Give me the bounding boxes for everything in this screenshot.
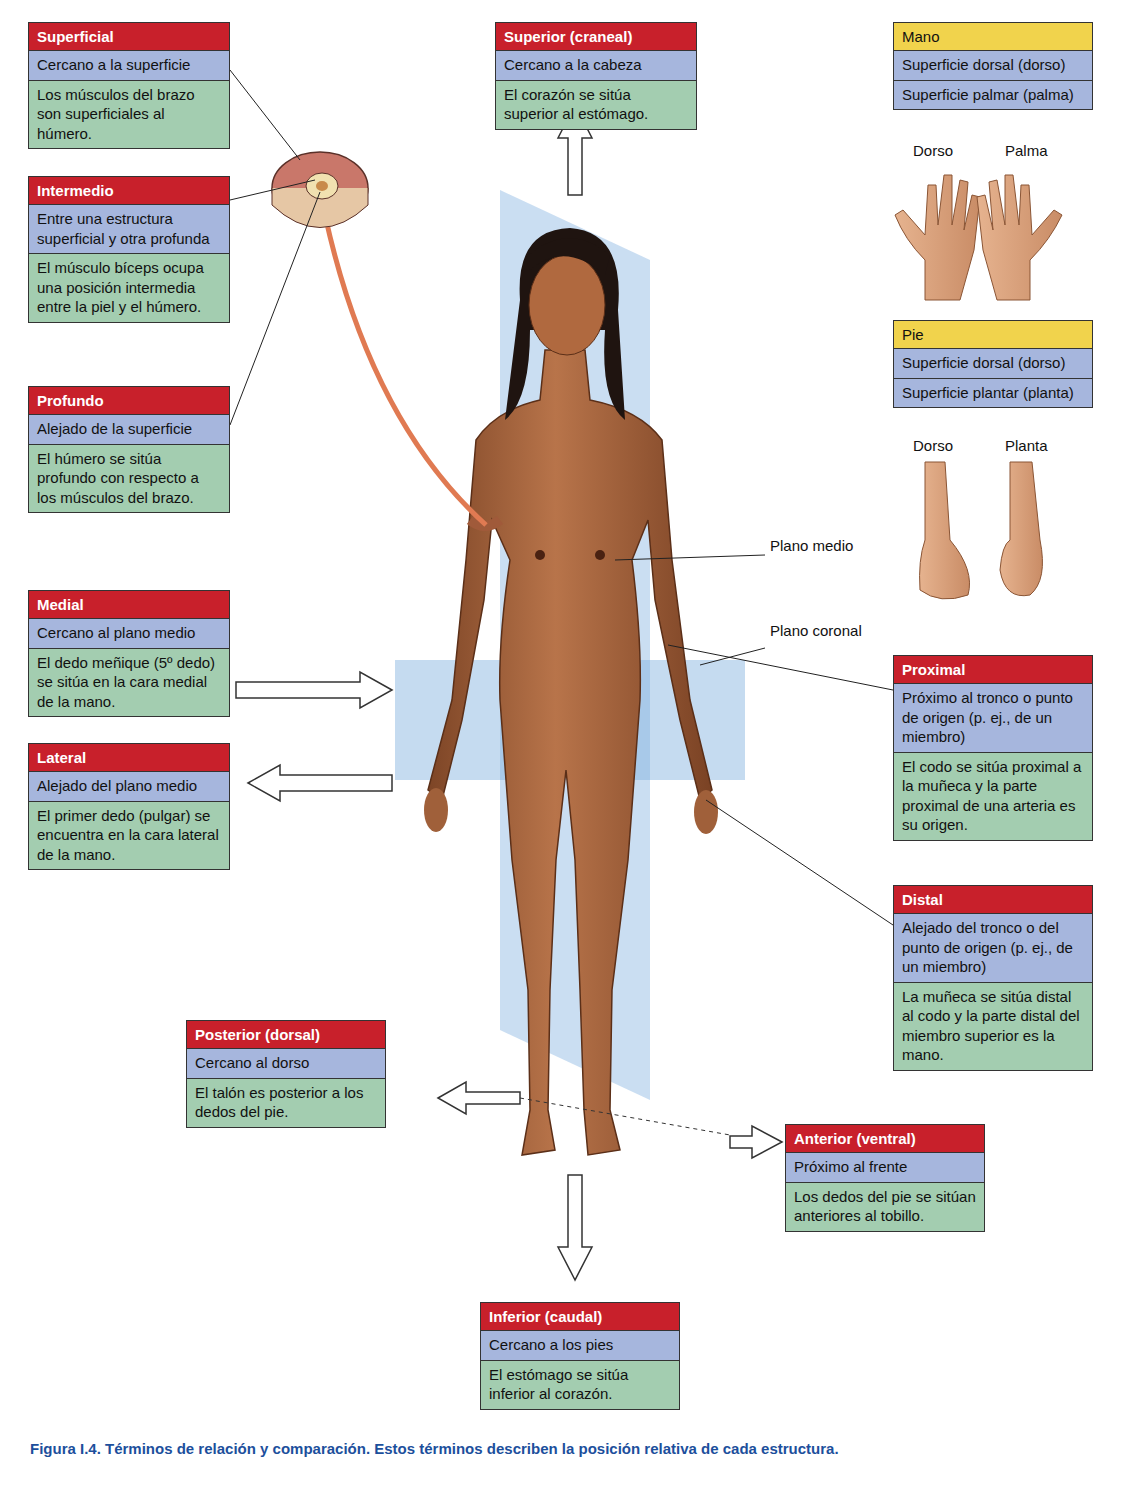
box-heading: Intermedio <box>29 177 229 205</box>
head <box>529 255 605 355</box>
box-heading: Proximal <box>894 656 1092 684</box>
box-heading: Anterior (ventral) <box>786 1125 984 1153</box>
definition-text: Alejado de la superficie <box>29 415 229 445</box>
term-box: Superior (craneal)Cercano a la cabezaEl … <box>495 22 697 130</box>
box-heading: Lateral <box>29 744 229 772</box>
definition-text: Alejado del tronco o del punto de origen… <box>894 914 1092 983</box>
definition-text: Alejado del plano medio <box>29 772 229 802</box>
term-box: PieSuperficie dorsal (dorso)Superficie p… <box>893 320 1093 408</box>
box-heading: Superficial <box>29 23 229 51</box>
box-heading: Medial <box>29 591 229 619</box>
term-box: Anterior (ventral)Próximo al frenteLos d… <box>785 1124 985 1232</box>
box-heading: Posterior (dorsal) <box>187 1021 385 1049</box>
figure-label: Plano medio <box>768 537 855 555</box>
figure-label: Dorso <box>913 437 953 455</box>
box-heading: Distal <box>894 886 1092 914</box>
definition-text: Superficie dorsal (dorso) <box>894 51 1092 81</box>
example-text: Superficie palmar (palma) <box>894 81 1092 110</box>
hair <box>505 228 625 420</box>
box-heading: Pie <box>894 321 1092 349</box>
example-text: El primer dedo (pulgar) se encuentra en … <box>29 802 229 870</box>
definition-text: Cercano a los pies <box>481 1331 679 1361</box>
definition-text: Próximo al frente <box>786 1153 984 1183</box>
definition-text: Cercano al dorso <box>187 1049 385 1079</box>
term-box: DistalAlejado del tronco o del punto de … <box>893 885 1093 1071</box>
figure-label: Planta <box>1005 437 1048 455</box>
box-heading: Superior (craneal) <box>496 23 696 51</box>
example-text: El codo se sitúa proximal a la muñeca y … <box>894 753 1092 840</box>
term-box: LateralAlejado del plano medioEl primer … <box>28 743 230 870</box>
figure-label: Palma <box>1005 142 1048 160</box>
example-text: El corazón se sitúa superior al estómago… <box>496 81 696 129</box>
definition-text: Próximo al tronco o punto de origen (p. … <box>894 684 1092 753</box>
box-heading: Inferior (caudal) <box>481 1303 679 1331</box>
example-text: El dedo meñique (5º dedo) se sitúa en la… <box>29 649 229 717</box>
example-text: El talón es posterior a los dedos del pi… <box>187 1079 385 1127</box>
box-heading: Mano <box>894 23 1092 51</box>
definition-text: Cercano al plano medio <box>29 619 229 649</box>
example-text: La muñeca se sitúa distal al codo y la p… <box>894 983 1092 1070</box>
definition-text: Entre una estructura superficial y otra … <box>29 205 229 254</box>
example-text: El estómago se sitúa inferior al corazón… <box>481 1361 679 1409</box>
figure-label: Plano coronal <box>768 622 864 640</box>
definition-text: Cercano a la cabeza <box>496 51 696 81</box>
term-box: MedialCercano al plano medioEl dedo meñi… <box>28 590 230 717</box>
term-box: IntermedioEntre una estructura superfici… <box>28 176 230 323</box>
term-box: ManoSuperficie dorsal (dorso)Superficie … <box>893 22 1093 110</box>
human-figure <box>428 350 712 1155</box>
figure-label: Dorso <box>913 142 953 160</box>
example-text: Superficie plantar (planta) <box>894 379 1092 408</box>
hair <box>525 238 610 275</box>
figure-caption: Figura I.4. Términos de relación y compa… <box>30 1440 839 1457</box>
example-text: Los dedos del pie se sitúan anteriores a… <box>786 1183 984 1231</box>
term-box: ProximalPróximo al tronco o punto de ori… <box>893 655 1093 841</box>
box-heading: Profundo <box>29 387 229 415</box>
definition-text: Cercano a la superficie <box>29 51 229 81</box>
example-text: El músculo bíceps ocupa una posición int… <box>29 254 229 322</box>
term-box: Posterior (dorsal)Cercano al dorsoEl tal… <box>186 1020 386 1128</box>
definition-text: Superficie dorsal (dorso) <box>894 349 1092 379</box>
example-text: Los músculos del brazo son superficiales… <box>29 81 229 149</box>
example-text: El húmero se sitúa profundo con respecto… <box>29 445 229 513</box>
term-box: ProfundoAlejado de la superficieEl húmer… <box>28 386 230 513</box>
term-box: Inferior (caudal)Cercano a los piesEl es… <box>480 1302 680 1410</box>
term-box: SuperficialCercano a la superficieLos mú… <box>28 22 230 149</box>
